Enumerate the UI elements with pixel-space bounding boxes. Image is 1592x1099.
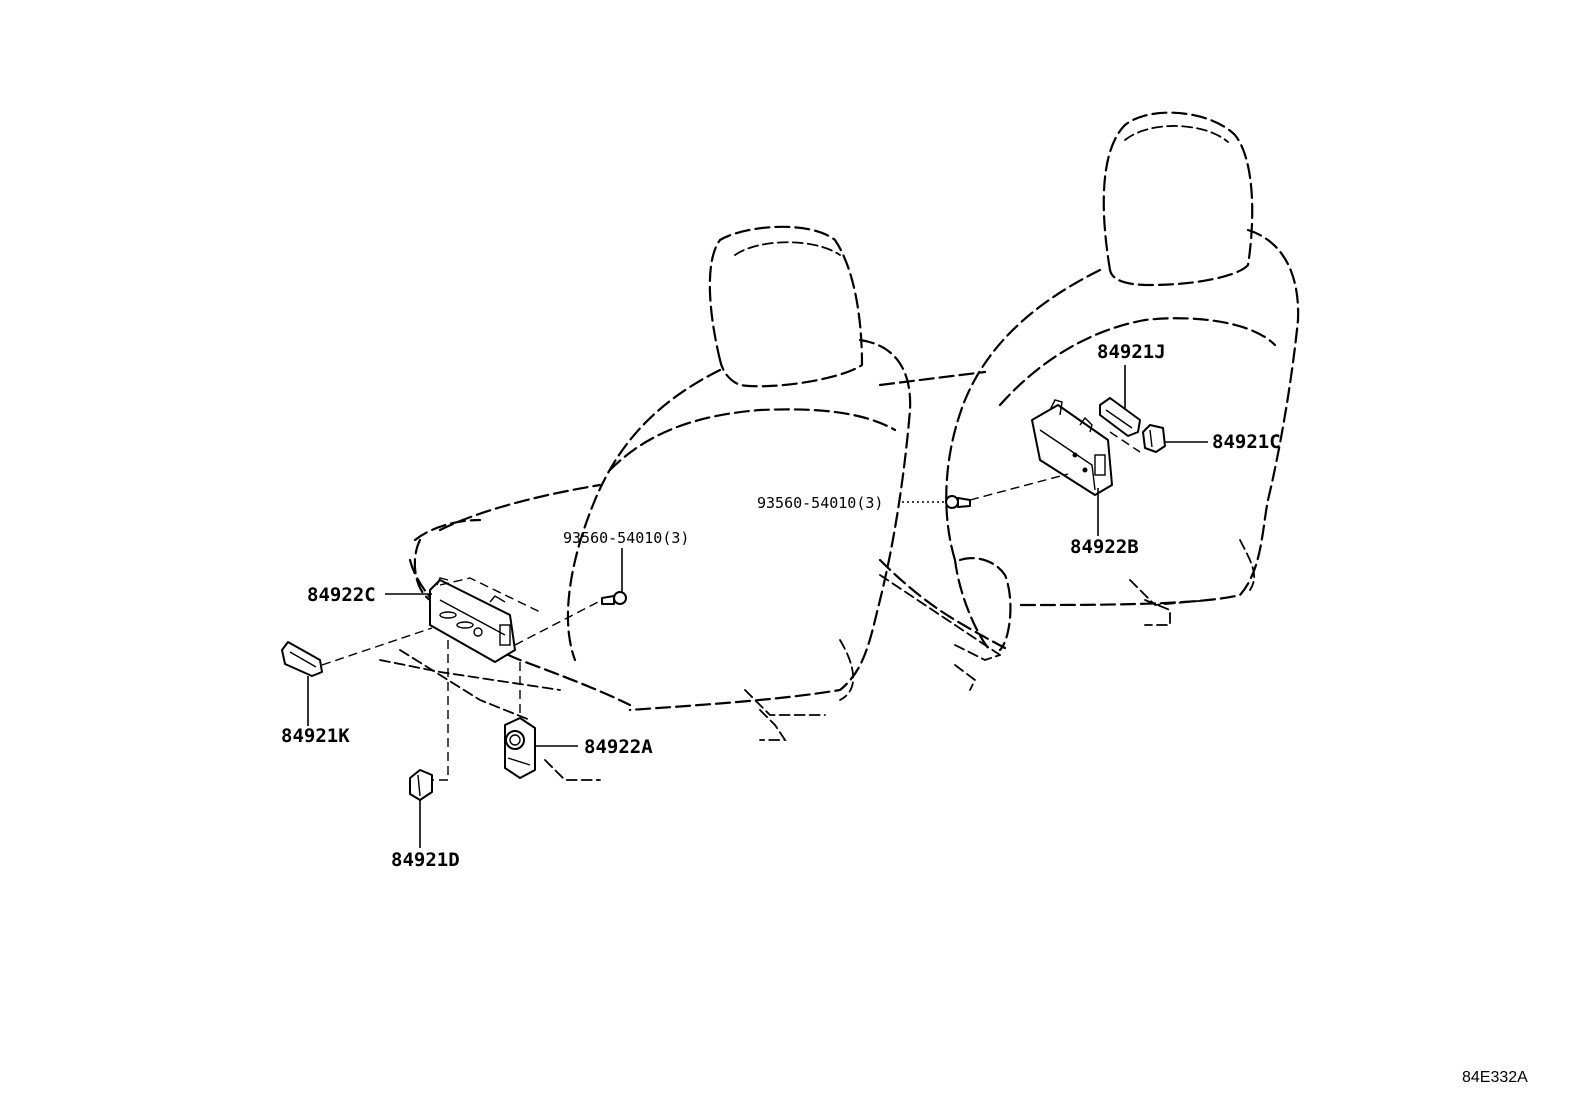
assembly-lines [321, 431, 1141, 781]
knob-84921K [281, 641, 323, 677]
label-screw-left: 93560-54010(3) [563, 529, 689, 547]
screw-right [945, 495, 971, 509]
label-84921D: 84921D [391, 849, 460, 871]
switch-84922B [1031, 399, 1113, 496]
label-84922C: 84922C [307, 584, 376, 606]
knob-84921J [1099, 397, 1141, 437]
left-seat-outline [379, 225, 912, 781]
leader-lines [307, 365, 1208, 848]
knob-84921C [1142, 424, 1166, 453]
right-seat-outline [878, 111, 1300, 691]
label-84921C: 84921C [1212, 431, 1281, 453]
screw-left [601, 591, 627, 605]
diagram-code: 84E332A [1462, 1069, 1528, 1086]
label-84921K: 84921K [281, 725, 350, 747]
switch-84922A [504, 717, 536, 779]
label-84921J: 84921J [1097, 341, 1166, 363]
label-84922B: 84922B [1070, 536, 1139, 558]
label-screw-right: 93560-54010(3) [757, 494, 883, 512]
switch-84922C [429, 577, 516, 663]
label-84922A: 84922A [584, 736, 653, 758]
knob-84921D [409, 769, 433, 801]
